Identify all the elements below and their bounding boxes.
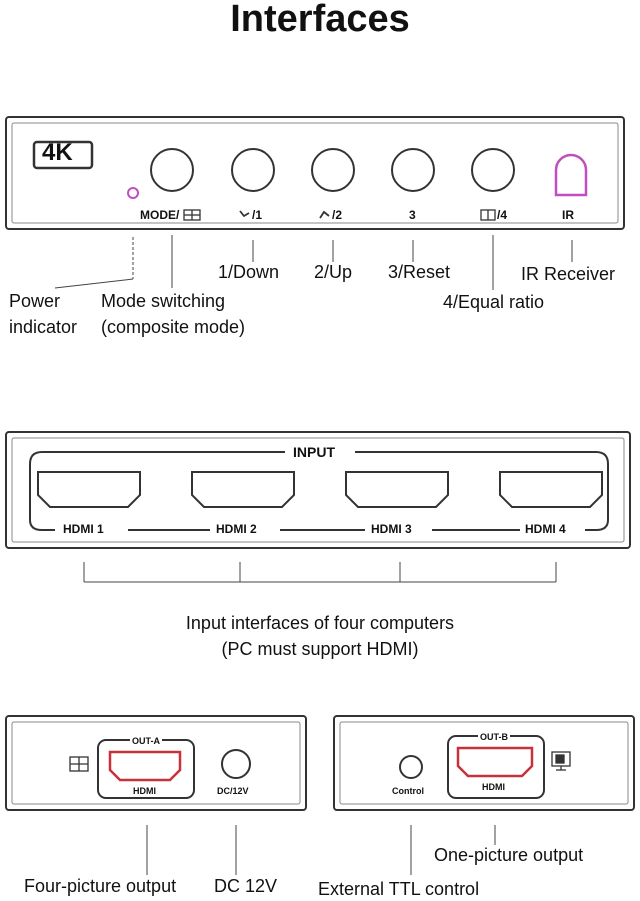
badge-4k-text: 4K (42, 139, 73, 166)
out-b-hdmi-label: HDMI (482, 782, 505, 792)
callout-reset: 3/Reset (388, 262, 451, 282)
input-caption-line1: Input interfaces of four computers (185, 613, 455, 633)
rear-panel-a (5, 715, 307, 811)
mode-button (150, 148, 194, 192)
out-a-label: OUT-A (130, 736, 162, 746)
arrow-down-left-icon (239, 210, 250, 218)
hdmi-3-label: HDMI 3 (371, 522, 412, 536)
callout-power-line2: indicator (9, 317, 78, 337)
mode-label: MODE/ (140, 208, 180, 222)
button-1 (231, 148, 275, 192)
input-bracket (83, 562, 557, 583)
callout-one-picture: One-picture output (434, 845, 584, 865)
callout-control: External TTL control (318, 879, 480, 899)
rear-a-body (5, 715, 307, 811)
hdmi-2-port (191, 471, 295, 508)
front-panel-body (5, 116, 625, 230)
callout-four-picture: Four-picture output (24, 876, 177, 896)
out-b-hdmi-port (456, 746, 534, 778)
callout-down: 1/Down (218, 262, 280, 282)
rear-b-callout-lines (410, 825, 496, 875)
button-4-label: /4 (497, 208, 508, 222)
button-1-label: /1 (252, 208, 263, 222)
callout-power-line1: Power (9, 291, 61, 311)
mode-grid-icon (183, 209, 201, 221)
button-3 (391, 148, 435, 192)
hdmi-4-label: HDMI 4 (525, 522, 566, 536)
power-indicator-light (127, 187, 139, 199)
input-panel-body (5, 431, 631, 549)
control-jack (399, 755, 423, 779)
hdmi-3-port (345, 471, 449, 508)
input-heading: INPUT (293, 444, 335, 460)
front-panel (5, 116, 625, 230)
ir-receiver-window (554, 153, 588, 197)
button-2 (311, 148, 355, 192)
hdmi-1-label: HDMI 1 (63, 522, 104, 536)
button-4 (471, 148, 515, 192)
one-picture-icon (551, 751, 571, 771)
out-a-hdmi-label: HDMI (133, 786, 156, 796)
out-a-hdmi-port (108, 750, 182, 782)
hdmi-1-port (37, 471, 141, 508)
callout-mode-line1: Mode switching (101, 291, 226, 311)
callout-mode-line2: (composite mode) (101, 317, 246, 337)
button-3-label: 3 (409, 208, 416, 222)
input-panel (5, 431, 631, 549)
equal-ratio-icon (480, 209, 496, 221)
control-label: Control (392, 786, 424, 796)
dc-jack (221, 749, 251, 779)
hdmi-2-label: HDMI 2 (216, 522, 257, 536)
button-2-label: /2 (332, 208, 343, 222)
callout-up: 2/Up (314, 262, 353, 282)
four-picture-icon (69, 756, 89, 772)
callout-equal: 4/Equal ratio (443, 292, 545, 312)
dc-label: DC/12V (217, 786, 249, 796)
page-title: Interfaces (230, 0, 410, 40)
input-caption-line2: (PC must support HDMI) (221, 639, 419, 659)
rear-b-body (333, 715, 635, 811)
front-callout-lines (54, 235, 573, 290)
callout-dc: DC 12V (214, 876, 278, 896)
rear-a-callout-lines (146, 825, 237, 875)
callout-ir: IR Receiver (521, 264, 616, 284)
ir-label: IR (562, 208, 574, 222)
4k-badge-frame (32, 140, 94, 170)
arrow-up-left-icon (319, 210, 330, 219)
rear-panel-b (333, 715, 635, 811)
out-b-label: OUT-B (478, 732, 510, 742)
hdmi-4-port (499, 471, 603, 508)
